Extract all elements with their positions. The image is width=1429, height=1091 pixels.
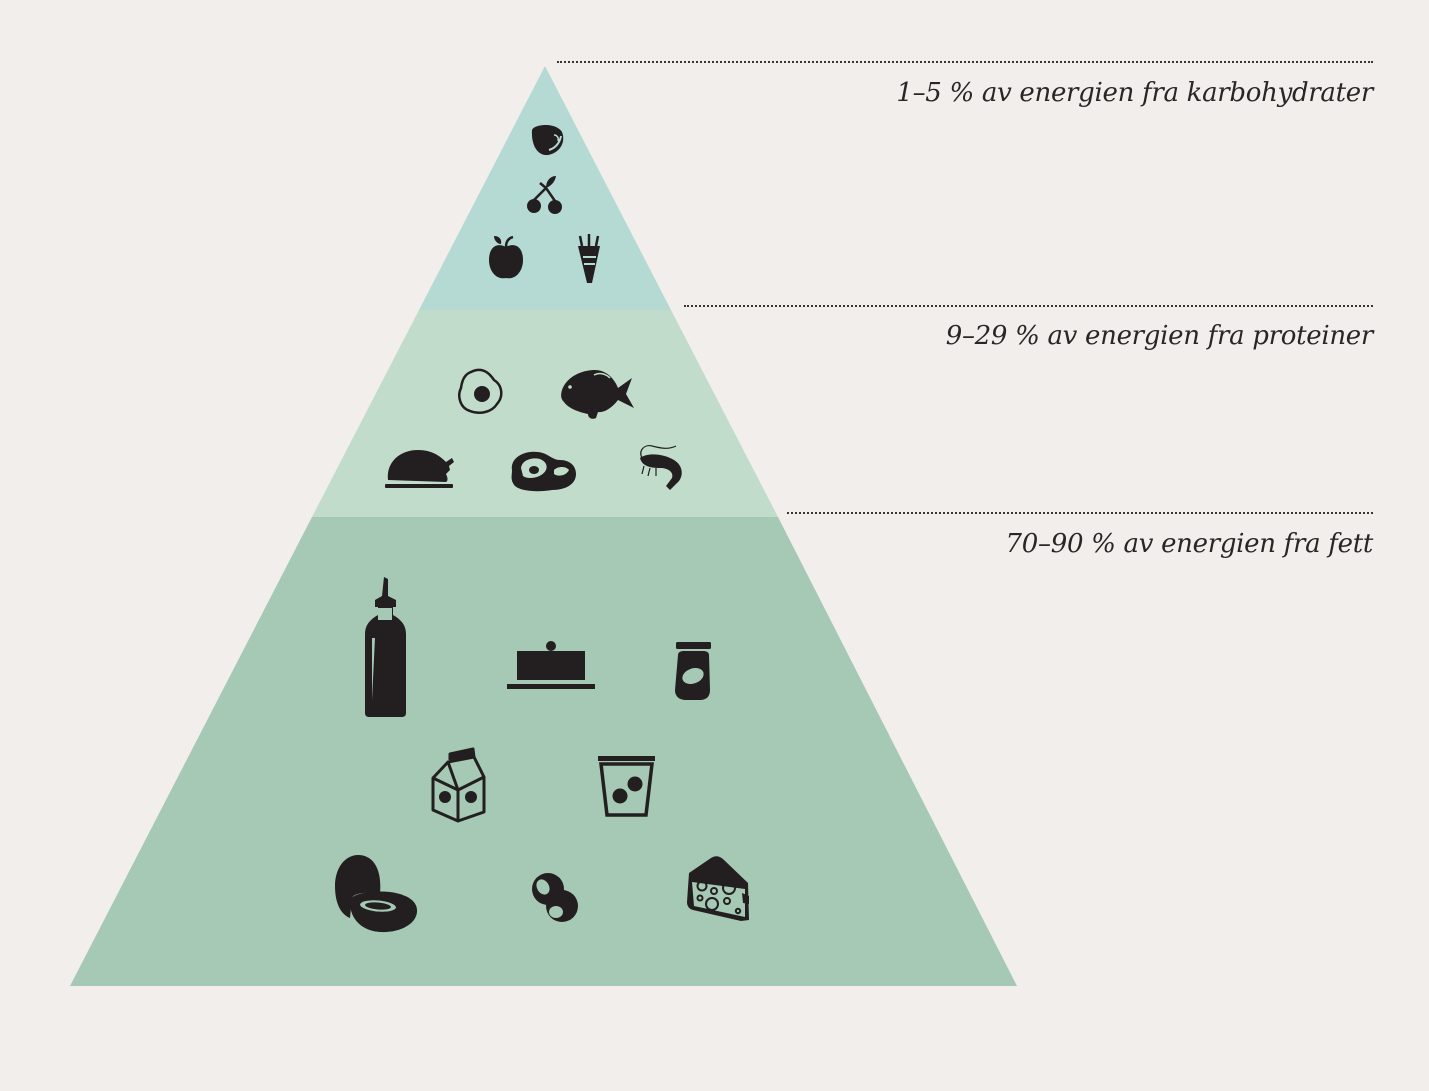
label-fats: 70–90 % av energien fra fett [1005,529,1374,559]
avocado-icon [335,855,418,933]
apple-icon [489,235,523,279]
carrot-icon [578,234,600,283]
leader-line-fats [787,512,1373,514]
leader-line-proteins [684,305,1373,307]
steak-icon [511,451,576,492]
cherries-icon [527,176,562,214]
roast-chicken-icon [385,450,454,488]
label-proteins: 9–29 % av energien fra proteiner [945,321,1374,351]
cheese-icon [687,856,749,921]
fish-icon [561,370,634,419]
tier-fats [70,517,1017,986]
leader-line-carbohydrates [557,61,1373,63]
jar-icon [675,642,711,700]
milk-carton-flowers [439,791,477,803]
hazelnut-icon [531,125,564,156]
fried-egg-icon [458,368,503,414]
cup-icon [598,756,655,817]
label-carbohydrates: 1–5 % av energien fra karbohydrater [896,78,1373,108]
oil-bottle-icon [365,577,406,717]
shrimp-icon [640,445,682,490]
milk-carton-icon [431,747,486,823]
olives-icon [532,873,578,922]
butter-dish-icon [507,641,595,689]
